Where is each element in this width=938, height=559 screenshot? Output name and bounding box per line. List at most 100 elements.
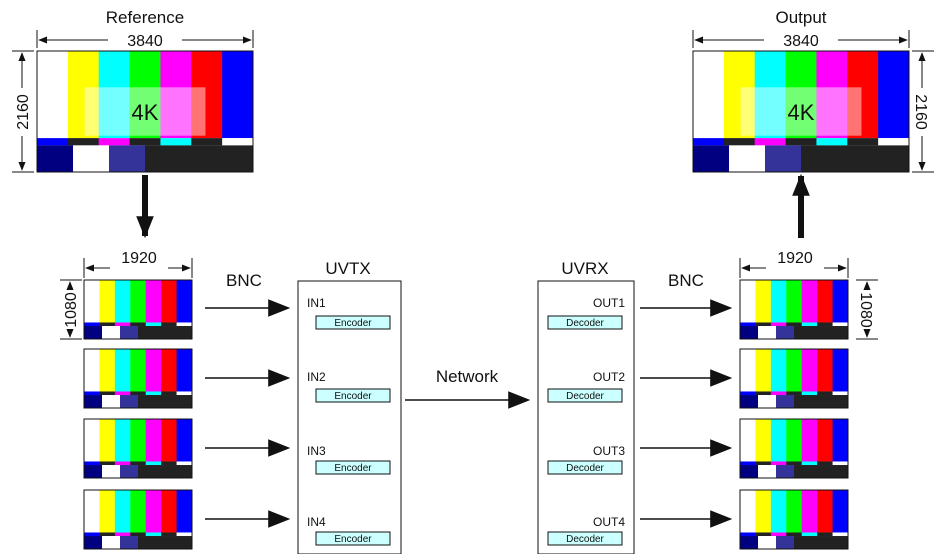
reverse-bar <box>176 461 193 466</box>
encoder-label: Encoder <box>334 318 372 329</box>
color-bar <box>161 419 177 462</box>
reverse-bar <box>99 532 116 537</box>
pluge-navy <box>84 536 102 549</box>
tx-row-2: IN2 Encoder <box>307 370 391 403</box>
reverse-bar <box>114 322 131 327</box>
color-bar <box>99 349 116 392</box>
reverse-bar <box>130 461 147 466</box>
color-bar <box>786 490 803 533</box>
reverse-bar <box>847 138 879 146</box>
reverse-bar <box>832 461 849 466</box>
color-bar <box>817 349 833 392</box>
badge-overlay <box>84 87 206 136</box>
pluge-navy <box>740 465 758 478</box>
pattern-frame <box>83 418 193 479</box>
color-bar <box>817 490 833 533</box>
left-sub-width-dimension: 1920 <box>83 250 193 278</box>
color-bar <box>785 51 817 139</box>
bnc-label-right: BNC <box>668 271 704 290</box>
reverse-bar <box>723 138 756 146</box>
pattern-frame <box>83 279 193 340</box>
pluge-white <box>729 145 765 172</box>
pattern-frame <box>36 50 254 173</box>
color-bar <box>98 51 130 139</box>
output-4k-badge: 4K <box>788 100 815 125</box>
pattern-frame <box>83 348 193 409</box>
reverse-bar <box>129 138 161 146</box>
color-bar <box>176 419 193 462</box>
encoder-block <box>315 531 391 546</box>
left-sub-width-label: 1920 <box>121 250 157 267</box>
decoder-label: Decoder <box>566 318 604 329</box>
color-bar <box>145 419 162 462</box>
color-bar <box>84 349 100 392</box>
color-bar <box>740 280 756 323</box>
pluge-purple <box>776 395 794 408</box>
badge-overlay <box>740 87 862 136</box>
color-bar <box>723 51 756 139</box>
color-bar <box>817 419 833 462</box>
rx-port-label: OUT4 <box>593 515 625 529</box>
color-bar <box>84 419 100 462</box>
reverse-bar <box>99 391 116 396</box>
reverse-bar <box>817 461 833 466</box>
color-bar <box>114 349 131 392</box>
decoder-block <box>547 531 623 546</box>
pluge-purple <box>776 326 794 339</box>
pluge-navy <box>84 465 102 478</box>
color-bar <box>832 490 849 533</box>
pluge-black <box>794 326 848 339</box>
reverse-bar <box>161 322 177 327</box>
color-bar <box>99 280 116 323</box>
right-sub-height-dimension: 1080 <box>856 279 878 340</box>
color-bar <box>755 419 772 462</box>
reference-height-dimension: 2160 <box>12 50 34 173</box>
color-bar <box>145 349 162 392</box>
reverse-bar <box>740 322 756 327</box>
pluge-black <box>801 145 909 172</box>
input-hd-test-pattern <box>83 489 193 550</box>
left-sub-height-label: 1080 <box>63 292 80 328</box>
pattern-frame <box>692 50 910 173</box>
pluge-white <box>102 326 120 339</box>
color-bar <box>832 419 849 462</box>
color-bar <box>878 51 910 139</box>
color-bar <box>67 51 100 139</box>
rx-row-4: OUT4 Decoder <box>547 515 625 546</box>
output-hd-test-pattern <box>739 489 849 550</box>
output-hd-test-pattern <box>739 418 849 479</box>
color-bar <box>770 280 787 323</box>
reference-title: Reference <box>106 8 184 27</box>
pattern-frame <box>83 489 193 550</box>
right-sub-height-label: 1080 <box>857 292 874 328</box>
encoder-block <box>315 315 391 330</box>
reverse-bar <box>755 322 772 327</box>
output-hd-test-pattern <box>739 348 849 409</box>
pluge-white <box>758 465 776 478</box>
color-bar <box>801 280 818 323</box>
pluge-black <box>138 536 192 549</box>
rx-row-1: OUT1 Decoder <box>547 296 625 330</box>
pluge-navy <box>740 395 758 408</box>
pluge-white <box>758 395 776 408</box>
pluge-white <box>73 145 109 172</box>
pluge-navy <box>84 395 102 408</box>
pluge-white <box>758 326 776 339</box>
reverse-bar <box>160 138 192 146</box>
reverse-bar <box>801 461 818 466</box>
reverse-bar <box>832 391 849 396</box>
right-sub-width-label: 1920 <box>777 250 813 267</box>
color-bar <box>130 490 147 533</box>
color-bar <box>755 349 772 392</box>
reference-4k-badge: 4K <box>132 100 159 125</box>
reverse-bar <box>130 532 147 537</box>
reverse-bar <box>740 532 756 537</box>
color-bar <box>114 490 131 533</box>
reverse-bar <box>161 461 177 466</box>
color-bar <box>222 51 254 139</box>
color-bar <box>755 490 772 533</box>
reverse-bar <box>786 391 803 396</box>
encoder-label: Encoder <box>334 534 372 545</box>
reverse-bar <box>145 532 162 537</box>
